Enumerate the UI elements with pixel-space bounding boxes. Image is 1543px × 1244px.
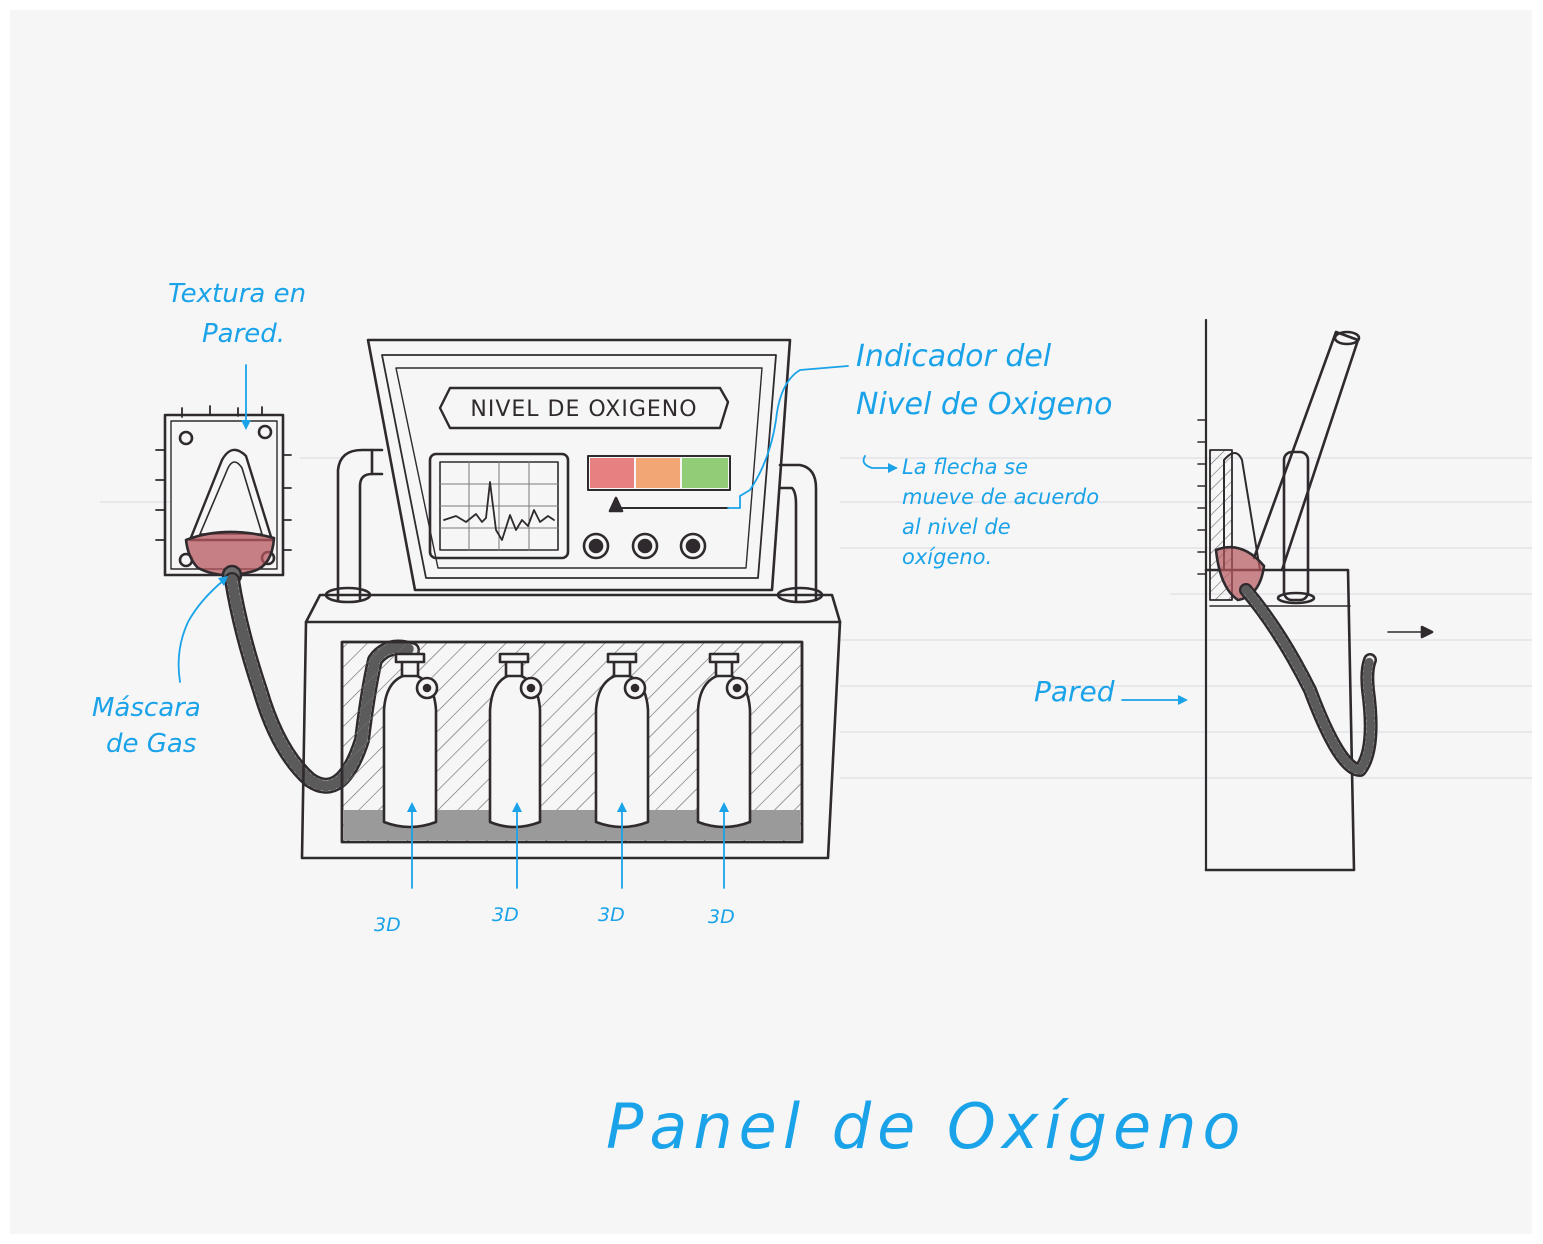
gas-mask-label-line2: de Gas <box>106 729 197 759</box>
oxygen-tanks <box>382 652 752 829</box>
wall-label: Pared <box>1034 675 1115 708</box>
arrow-note-line4: oxígeno. <box>902 545 993 569</box>
wall-texture-label-line1: Textura en <box>168 279 307 309</box>
control-knobs <box>582 532 707 560</box>
sheet-title: Panel de Oxígeno <box>606 1090 1247 1163</box>
oxygen-panel-drawing: NIVEL DE OXIGENO <box>100 318 1532 889</box>
tank-label-3: 3D <box>598 904 625 926</box>
gas-mask <box>184 448 276 586</box>
sketch-sheet: NIVEL DE OXIGENO Textura en Pared. Másca… <box>10 10 1532 1234</box>
panel-sign-text: NIVEL DE OXIGENO <box>470 397 697 422</box>
ruled-lines <box>100 457 1532 779</box>
sign-plate <box>438 386 730 430</box>
indicator-label-line1: Indicador del <box>856 339 1052 374</box>
tank-label-1: 3D <box>374 914 401 936</box>
oxygen-tank-1 <box>382 652 439 829</box>
indicator-label-line2: Nivel de Oxigeno <box>856 387 1113 422</box>
oxygen-tank-3 <box>594 652 650 829</box>
oscilloscope-screen <box>428 452 570 560</box>
indicator-green-segment <box>682 458 728 488</box>
oxygen-tank-2 <box>488 652 543 829</box>
tank-label-4: 3D <box>708 906 735 928</box>
monitor-housing <box>366 338 792 592</box>
oxygen-level-bar-frame <box>587 455 731 491</box>
level-arrow <box>608 496 624 513</box>
indicator-red-segment <box>590 458 634 488</box>
wall-texture-label-line2: Pared. <box>202 319 286 349</box>
gas-mask-label-line1: Máscara <box>92 693 201 723</box>
arrow-note-line3: al nivel de <box>902 515 1011 539</box>
arrow-note-line1: La flecha se <box>902 455 1028 479</box>
indicator-orange-segment <box>636 458 680 488</box>
arrow-note-line2: mueve de acuerdo <box>902 485 1100 509</box>
side-pipes <box>324 448 824 604</box>
tank-label-2: 3D <box>492 904 519 926</box>
oxygen-tank-4 <box>696 652 752 829</box>
side-view <box>1197 318 1434 872</box>
